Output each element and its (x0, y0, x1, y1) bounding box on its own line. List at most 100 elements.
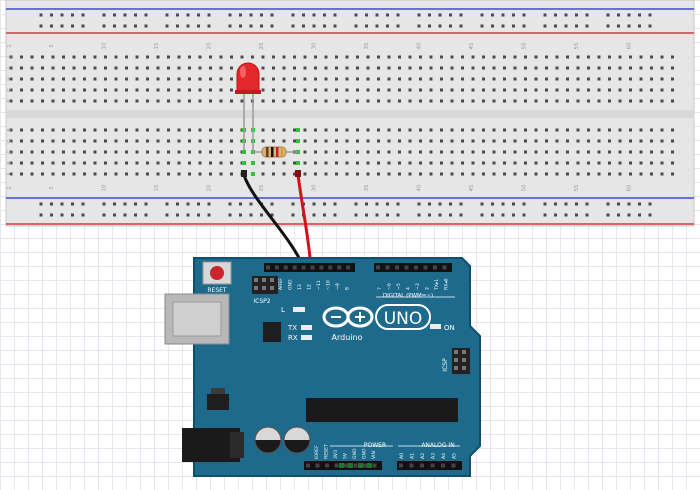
breadboard-hole (72, 139, 76, 143)
breadboard-hole (282, 55, 286, 59)
power-pin[interactable] (372, 463, 377, 468)
breadboard-hole (30, 150, 34, 154)
breadboard-hole (356, 172, 359, 176)
rail-hole (39, 13, 43, 17)
breadboard-hole (503, 88, 506, 92)
digital-left-pin[interactable] (301, 265, 306, 270)
digital-left-pin[interactable] (319, 265, 324, 270)
digital-right-pin[interactable] (423, 265, 428, 270)
analog-pin[interactable] (420, 463, 424, 468)
reset-button-cap[interactable] (210, 266, 224, 280)
breadboard-hole (566, 128, 569, 132)
rail-hole (459, 202, 463, 206)
analog-pin[interactable] (430, 463, 435, 468)
breadboard-hole (282, 88, 286, 92)
digital-left-pin[interactable] (266, 265, 270, 270)
digital-right-pin[interactable] (404, 265, 409, 270)
icsp-pin[interactable] (254, 278, 258, 282)
breadboard-hole (177, 150, 181, 154)
icsp-pin[interactable] (254, 286, 258, 290)
breadboard-hole (618, 128, 622, 132)
breadboard-hole (387, 161, 391, 165)
breadboard-hole (93, 66, 97, 70)
icsp-pin[interactable] (270, 286, 274, 290)
digital-right-pin[interactable] (385, 265, 390, 270)
digital-right-pin[interactable] (433, 265, 437, 270)
analog-header (397, 461, 462, 470)
breadboard-hole (156, 88, 160, 92)
power-pin[interactable] (334, 463, 339, 468)
resistor[interactable] (252, 146, 298, 158)
breadboard-hole (503, 77, 506, 81)
breadboard-hole (261, 66, 265, 70)
digital-left-pin[interactable] (310, 265, 315, 270)
breadboard-hole (335, 88, 338, 92)
digital-right-pin[interactable] (395, 265, 399, 270)
icsp-pin[interactable] (454, 358, 458, 362)
breadboard-hole (555, 139, 559, 143)
breadboard-hole (513, 77, 517, 81)
breadboard-hole (156, 66, 160, 70)
icsp-pin[interactable] (462, 350, 466, 354)
breadboard-hole (167, 99, 170, 103)
power-pin[interactable] (353, 463, 358, 468)
power-pin[interactable] (363, 463, 367, 468)
breadboard-hole (282, 172, 286, 176)
rail-hole (491, 202, 494, 206)
icsp-pin[interactable] (270, 278, 274, 282)
breadboard-hole (198, 77, 202, 81)
breadboard-hole (20, 88, 23, 92)
analog-pin[interactable] (441, 463, 445, 468)
rail-hole (606, 24, 610, 28)
rail-hole (291, 202, 295, 206)
breadboard-hole (398, 172, 401, 176)
icsp-pin[interactable] (454, 350, 458, 354)
power-pin[interactable] (344, 463, 348, 468)
breadboard-hole (587, 55, 590, 59)
breadboard-hole (230, 150, 233, 154)
rail-hole (564, 24, 568, 28)
column-number: 50 (522, 184, 528, 191)
breadboard-hole (261, 161, 265, 165)
icsp-pin[interactable] (262, 278, 266, 282)
icsp-pin[interactable] (454, 366, 458, 370)
digital-right-pin[interactable] (442, 265, 447, 270)
rail-hole (501, 202, 505, 206)
analog-pin[interactable] (399, 463, 403, 468)
icsp-pin[interactable] (262, 286, 266, 290)
digital-left-pin[interactable] (328, 265, 333, 270)
rail-hole (123, 213, 127, 217)
digital-left-pin[interactable] (292, 265, 297, 270)
breadboard-hole (188, 88, 191, 92)
power-pin[interactable] (306, 463, 310, 468)
breadboard-hole (398, 55, 401, 59)
digital-left-pin[interactable] (283, 265, 288, 270)
red-led[interactable] (235, 62, 261, 152)
digital-left-pin[interactable] (346, 265, 351, 270)
digital-pin-label: AREF (278, 278, 284, 290)
digital-left-pin[interactable] (274, 265, 279, 270)
breadboard-hole (62, 99, 65, 103)
rail-hole (249, 202, 253, 206)
column-number: 5 (49, 186, 55, 190)
digital-right-pin[interactable] (414, 265, 418, 270)
resistor-band-2 (271, 147, 274, 157)
breadboard-hole (629, 172, 632, 176)
connected-hole (242, 150, 246, 154)
icsp-pin[interactable] (462, 358, 466, 362)
digital-right-pin[interactable] (376, 265, 380, 270)
digital-left-pin[interactable] (337, 265, 342, 270)
power-pin[interactable] (315, 463, 320, 468)
rail-hole (186, 24, 190, 28)
breadboard-hole (177, 66, 181, 70)
breadboard-hole (9, 99, 13, 103)
power-pin[interactable] (325, 463, 329, 468)
breadboard-hole (72, 172, 76, 176)
breadboard-hole (587, 66, 590, 70)
breadboard-hole (230, 88, 233, 92)
breadboard-hole (314, 55, 317, 59)
breadboard-hole (524, 172, 527, 176)
icsp-pin[interactable] (462, 366, 466, 370)
analog-pin[interactable] (451, 463, 456, 468)
analog-pin[interactable] (409, 463, 414, 468)
